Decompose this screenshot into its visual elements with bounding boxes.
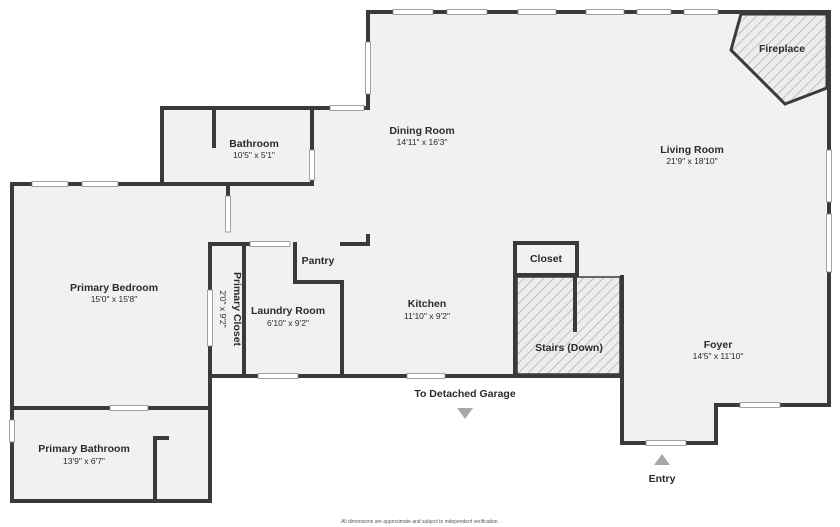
stairs-hatch	[516, 276, 621, 375]
primary-bathroom-name: Primary Bathroom	[38, 443, 130, 455]
dining-room-dims: 14'11" x 16'3"	[397, 137, 448, 147]
bathroom-name: Bathroom	[229, 138, 279, 150]
walls	[10, 10, 831, 503]
primary-bedroom-dims: 15'0" x 15'8"	[91, 294, 138, 304]
primary-closet-dims: 2'0" x 9'2"	[218, 290, 228, 327]
entry-label: Entry	[649, 473, 676, 485]
fireplace-name: Fireplace	[759, 43, 805, 55]
garage-label: To Detached Garage	[414, 388, 515, 400]
closet-name: Closet	[530, 253, 563, 265]
windows	[9, 9, 832, 446]
pantry-name: Pantry	[302, 255, 335, 267]
living-room-name: Living Room	[660, 144, 724, 156]
laundry-room-name: Laundry Room	[251, 305, 325, 317]
primary-bedroom-name: Primary Bedroom	[70, 282, 158, 294]
foyer-dims: 14'5" x 11'10"	[693, 351, 744, 361]
laundry-room-dims: 6'10" x 9'2"	[267, 318, 309, 328]
kitchen-name: Kitchen	[408, 298, 447, 310]
dining-room-name: Dining Room	[389, 125, 454, 137]
entry-arrow-icon	[654, 454, 670, 465]
floor-area	[12, 12, 829, 501]
foyer-name: Foyer	[704, 339, 733, 351]
garage-arrow-icon	[457, 408, 473, 419]
bathroom-dims: 10'5" x 5'1"	[233, 150, 275, 160]
disclaimer-footnote: All dimensions are approximate and subje…	[341, 519, 499, 525]
living-room-dims: 21'9" x 18'10"	[666, 156, 717, 166]
stairs-name: Stairs (Down)	[535, 342, 603, 354]
primary-bathroom-dims: 13'9" x 6'7"	[63, 456, 105, 466]
primary-closet-name: Primary Closet	[231, 272, 243, 347]
kitchen-dims: 11'10" x 9'2"	[404, 311, 450, 321]
